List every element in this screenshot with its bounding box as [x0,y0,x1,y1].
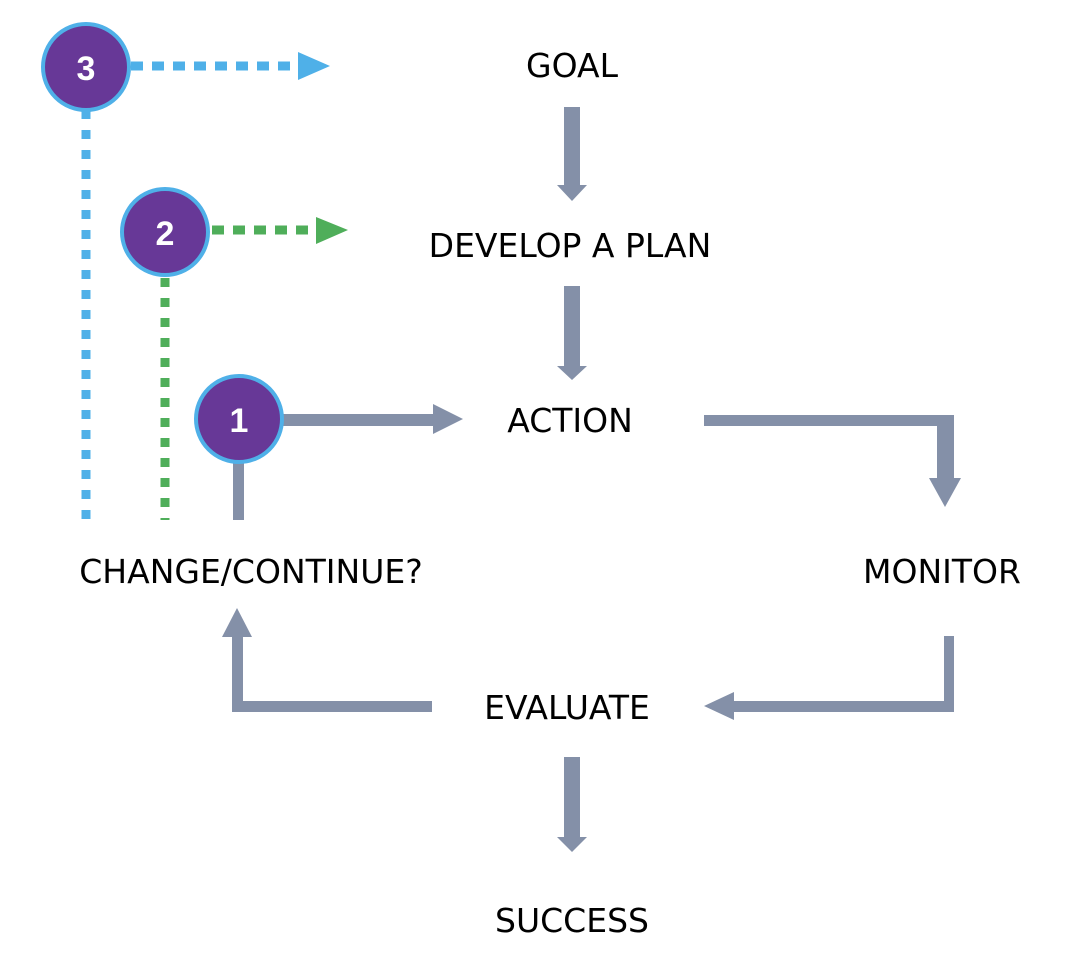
node-action: ACTION [507,401,633,440]
badge-3: 3 [41,22,131,112]
node-change-continue: CHANGE/CONTINUE? [79,552,422,591]
arrow-plan-to-action [557,286,587,380]
node-goal: GOAL [526,46,619,85]
loop-3-connector [81,52,330,520]
node-monitor: MONITOR [863,552,1021,591]
node-success: SUCCESS [495,901,649,940]
arrow-evaluate-to-change [222,608,432,712]
badge-3-number: 3 [77,50,96,88]
loop-2-connector [160,217,348,520]
arrow-action-to-monitor [704,415,961,507]
node-develop-a-plan: DEVELOP A PLAN [429,226,712,265]
badge-1: 1 [194,374,284,464]
badge-2: 2 [120,187,210,277]
badge-1-number: 1 [230,402,249,440]
arrow-monitor-to-evaluate [704,636,954,720]
badge-2-number: 2 [156,215,175,253]
arrow-evaluate-to-success [557,757,587,852]
loop-1-connector [233,404,463,520]
node-evaluate: EVALUATE [484,688,650,727]
arrow-goal-to-plan [557,107,587,201]
